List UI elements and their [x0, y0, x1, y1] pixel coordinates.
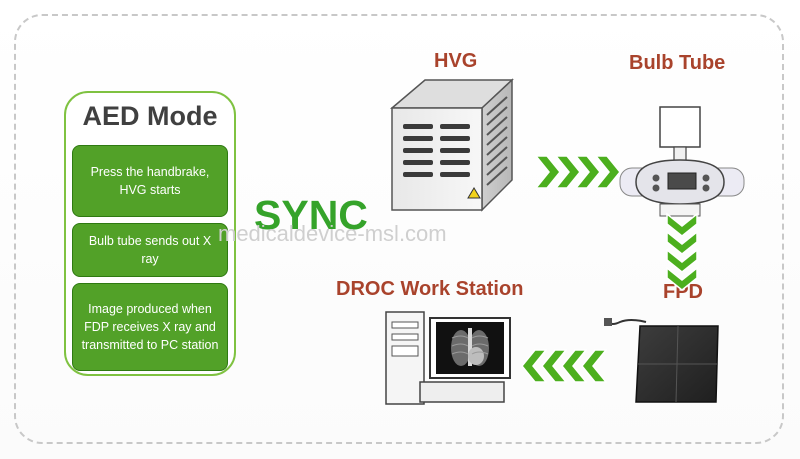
sync-label: SYNC: [254, 192, 368, 238]
hvg-cabinet-icon: [389, 78, 514, 212]
fpd-panel-icon: [604, 318, 719, 403]
dashed-frame: [14, 14, 784, 444]
aed-mode-panel: AED Mode Press the handbrake, HVG starts…: [64, 91, 236, 376]
arrow-fpd-to-droc: [521, 349, 608, 383]
droc-label: DROC Work Station: [336, 278, 524, 300]
arrow-tube-to-fpd: [666, 212, 698, 291]
bulb-tube-label: Bulb Tube: [629, 52, 726, 74]
droc-workstation-icon: [385, 311, 511, 405]
bulb-tube-icon: [619, 106, 745, 217]
chest-xray-image: [451, 328, 489, 366]
hvg-label: HVG: [434, 50, 478, 72]
step-handbrake: Press the handbrake, HVG starts: [72, 145, 228, 217]
step-bulb-tube-xray: Bulb tube sends out X ray: [72, 223, 228, 277]
aed-mode-title: AED Mode: [82, 101, 218, 131]
arrow-hvg-to-tube: [534, 155, 621, 189]
watermark-text: medicaldevice-msl.com: [218, 221, 447, 246]
fpd-label: FPD: [663, 281, 703, 303]
step-image-produced: Image produced when FDP receives X ray a…: [72, 283, 228, 371]
